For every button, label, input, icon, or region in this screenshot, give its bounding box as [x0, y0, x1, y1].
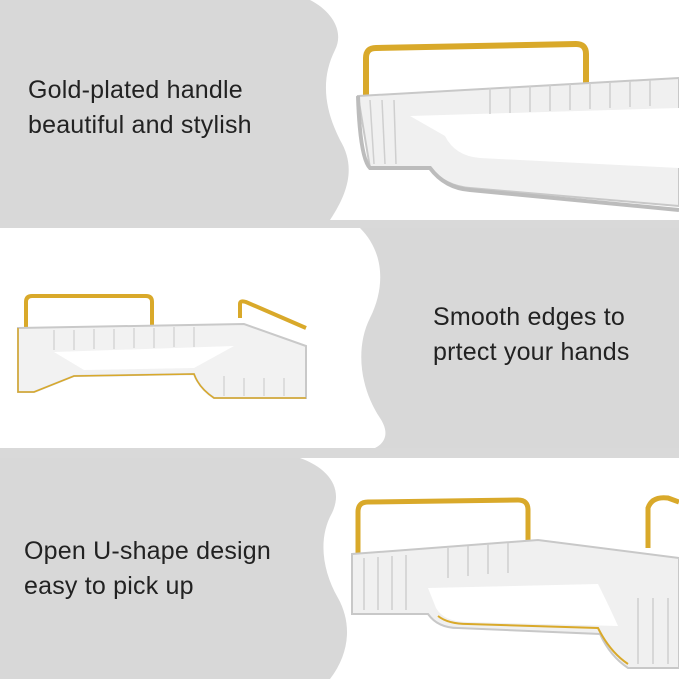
caption-line-2: beautiful and stylish — [28, 111, 252, 139]
panel-caption: Smooth edges to prtect your hands — [433, 300, 630, 370]
panel-open-u-shape: Open U-shape design easy to pick up — [0, 458, 679, 679]
panel-caption: Open U-shape design easy to pick up — [24, 534, 271, 604]
caddy-photo — [356, 40, 679, 212]
caption-line-2: easy to pick up — [24, 572, 194, 600]
panel-gold-handle: Gold-plated handle beautiful and stylish — [0, 0, 679, 220]
gold-handle-icon — [355, 497, 531, 558]
panel-smooth-edges: Smooth edges to prtect your hands — [0, 228, 679, 448]
caddy-photo — [351, 495, 679, 669]
caption-line-1: Open U-shape design — [24, 537, 272, 565]
gold-handle-icon — [363, 40, 589, 98]
gold-handle-icon — [24, 294, 154, 334]
panel-caption: Gold-plated handle beautiful and stylish — [28, 73, 252, 143]
caption-line-1: Smooth edges to — [433, 303, 626, 331]
caddy-photo — [17, 294, 307, 399]
caption-line-2: prtect your hands — [433, 338, 630, 366]
caption-line-1: Gold-plated handle — [28, 76, 243, 104]
